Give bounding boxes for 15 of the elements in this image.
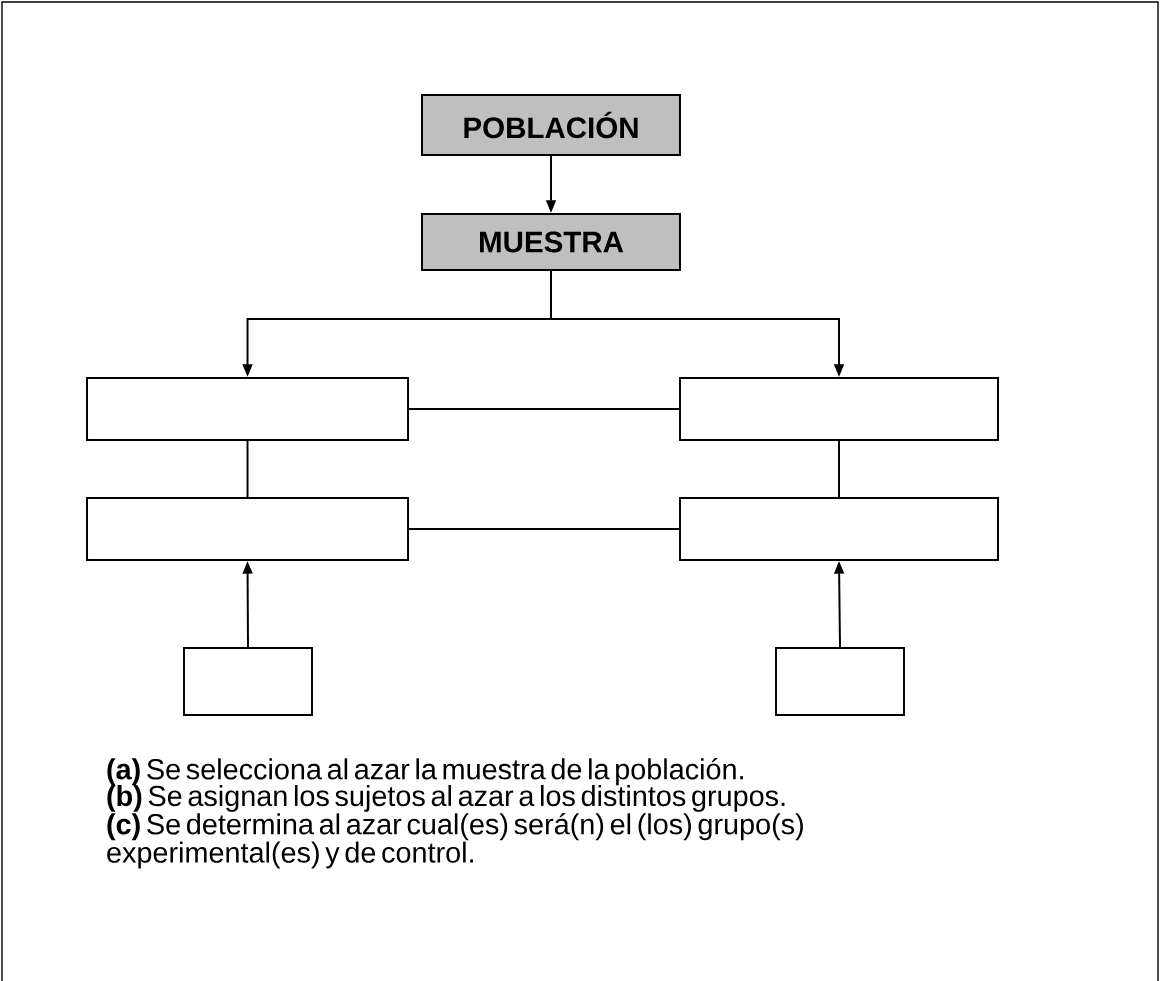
- connector-line: [246, 440, 249, 498]
- empty-box: [775, 647, 905, 716]
- process-box: POBLACIÓN: [421, 94, 681, 156]
- connector-line: [408, 408, 680, 410]
- note-text: (c) Se determina al azar cual(es) será(n) el (los) grupo(s) experimental(es) y de control.: [107, 813, 803, 869]
- empty-box: [86, 377, 409, 441]
- empty-box: [183, 647, 313, 716]
- note-text: (b) Se asignan los sujetos al azar a los distintos grupos.: [107, 785, 785, 812]
- empty-box: [679, 377, 999, 441]
- note-text: (a) Se selecciona al azar la muestra de la población.: [107, 758, 743, 786]
- empty-box: [86, 497, 409, 561]
- connector-line: [838, 440, 840, 498]
- connector-line: [408, 528, 680, 530]
- empty-box: [679, 497, 999, 561]
- process-box: MUESTRA: [421, 213, 681, 271]
